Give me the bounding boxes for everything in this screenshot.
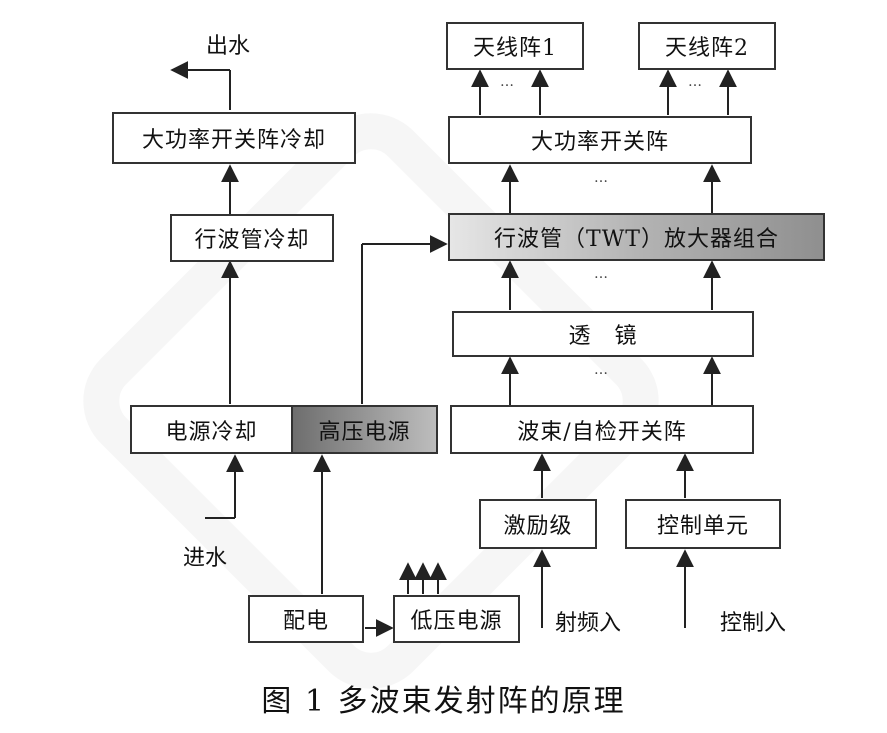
ellipsis-antenna2: … bbox=[688, 74, 704, 90]
ellipsis-hp-twt: … bbox=[594, 170, 610, 186]
rf-in-label: 射频入 bbox=[555, 611, 622, 636]
figure-caption: 图 1 多波束发射阵的原理 bbox=[261, 684, 626, 719]
ellipsis-twt-lens: … bbox=[594, 266, 610, 282]
low-voltage-psu-box: 低压电源 bbox=[393, 595, 520, 643]
water-out-label: 出水 bbox=[206, 34, 251, 59]
hp-switch-cooling-box: 大功率开关阵冷却 bbox=[112, 112, 356, 164]
control-in-label: 控制入 bbox=[720, 611, 787, 636]
power-supply-cooling-box: 电源冷却 bbox=[130, 405, 293, 454]
water-in-label: 进水 bbox=[183, 546, 228, 571]
hp-switch-array-box: 大功率开关阵 bbox=[448, 116, 752, 164]
power-distribution-box: 配电 bbox=[248, 595, 364, 643]
lens-box: 透 镜 bbox=[452, 311, 754, 357]
twt-cooling-box: 行波管冷却 bbox=[170, 214, 334, 262]
ellipsis-antenna1: … bbox=[500, 74, 516, 90]
ellipsis-lens-beam: … bbox=[594, 362, 610, 378]
antenna-array-1-box: 天线阵1 bbox=[446, 22, 584, 70]
control-unit-box: 控制单元 bbox=[625, 499, 781, 549]
beam-switch-array-box: 波束/自检开关阵 bbox=[450, 405, 754, 454]
twt-amplifier-box: 行波管（TWT）放大器组合 bbox=[448, 213, 825, 261]
high-voltage-psu-box: 高压电源 bbox=[291, 405, 438, 454]
antenna-array-2-box: 天线阵2 bbox=[638, 22, 776, 70]
exciter-stage-box: 激励级 bbox=[479, 499, 597, 549]
